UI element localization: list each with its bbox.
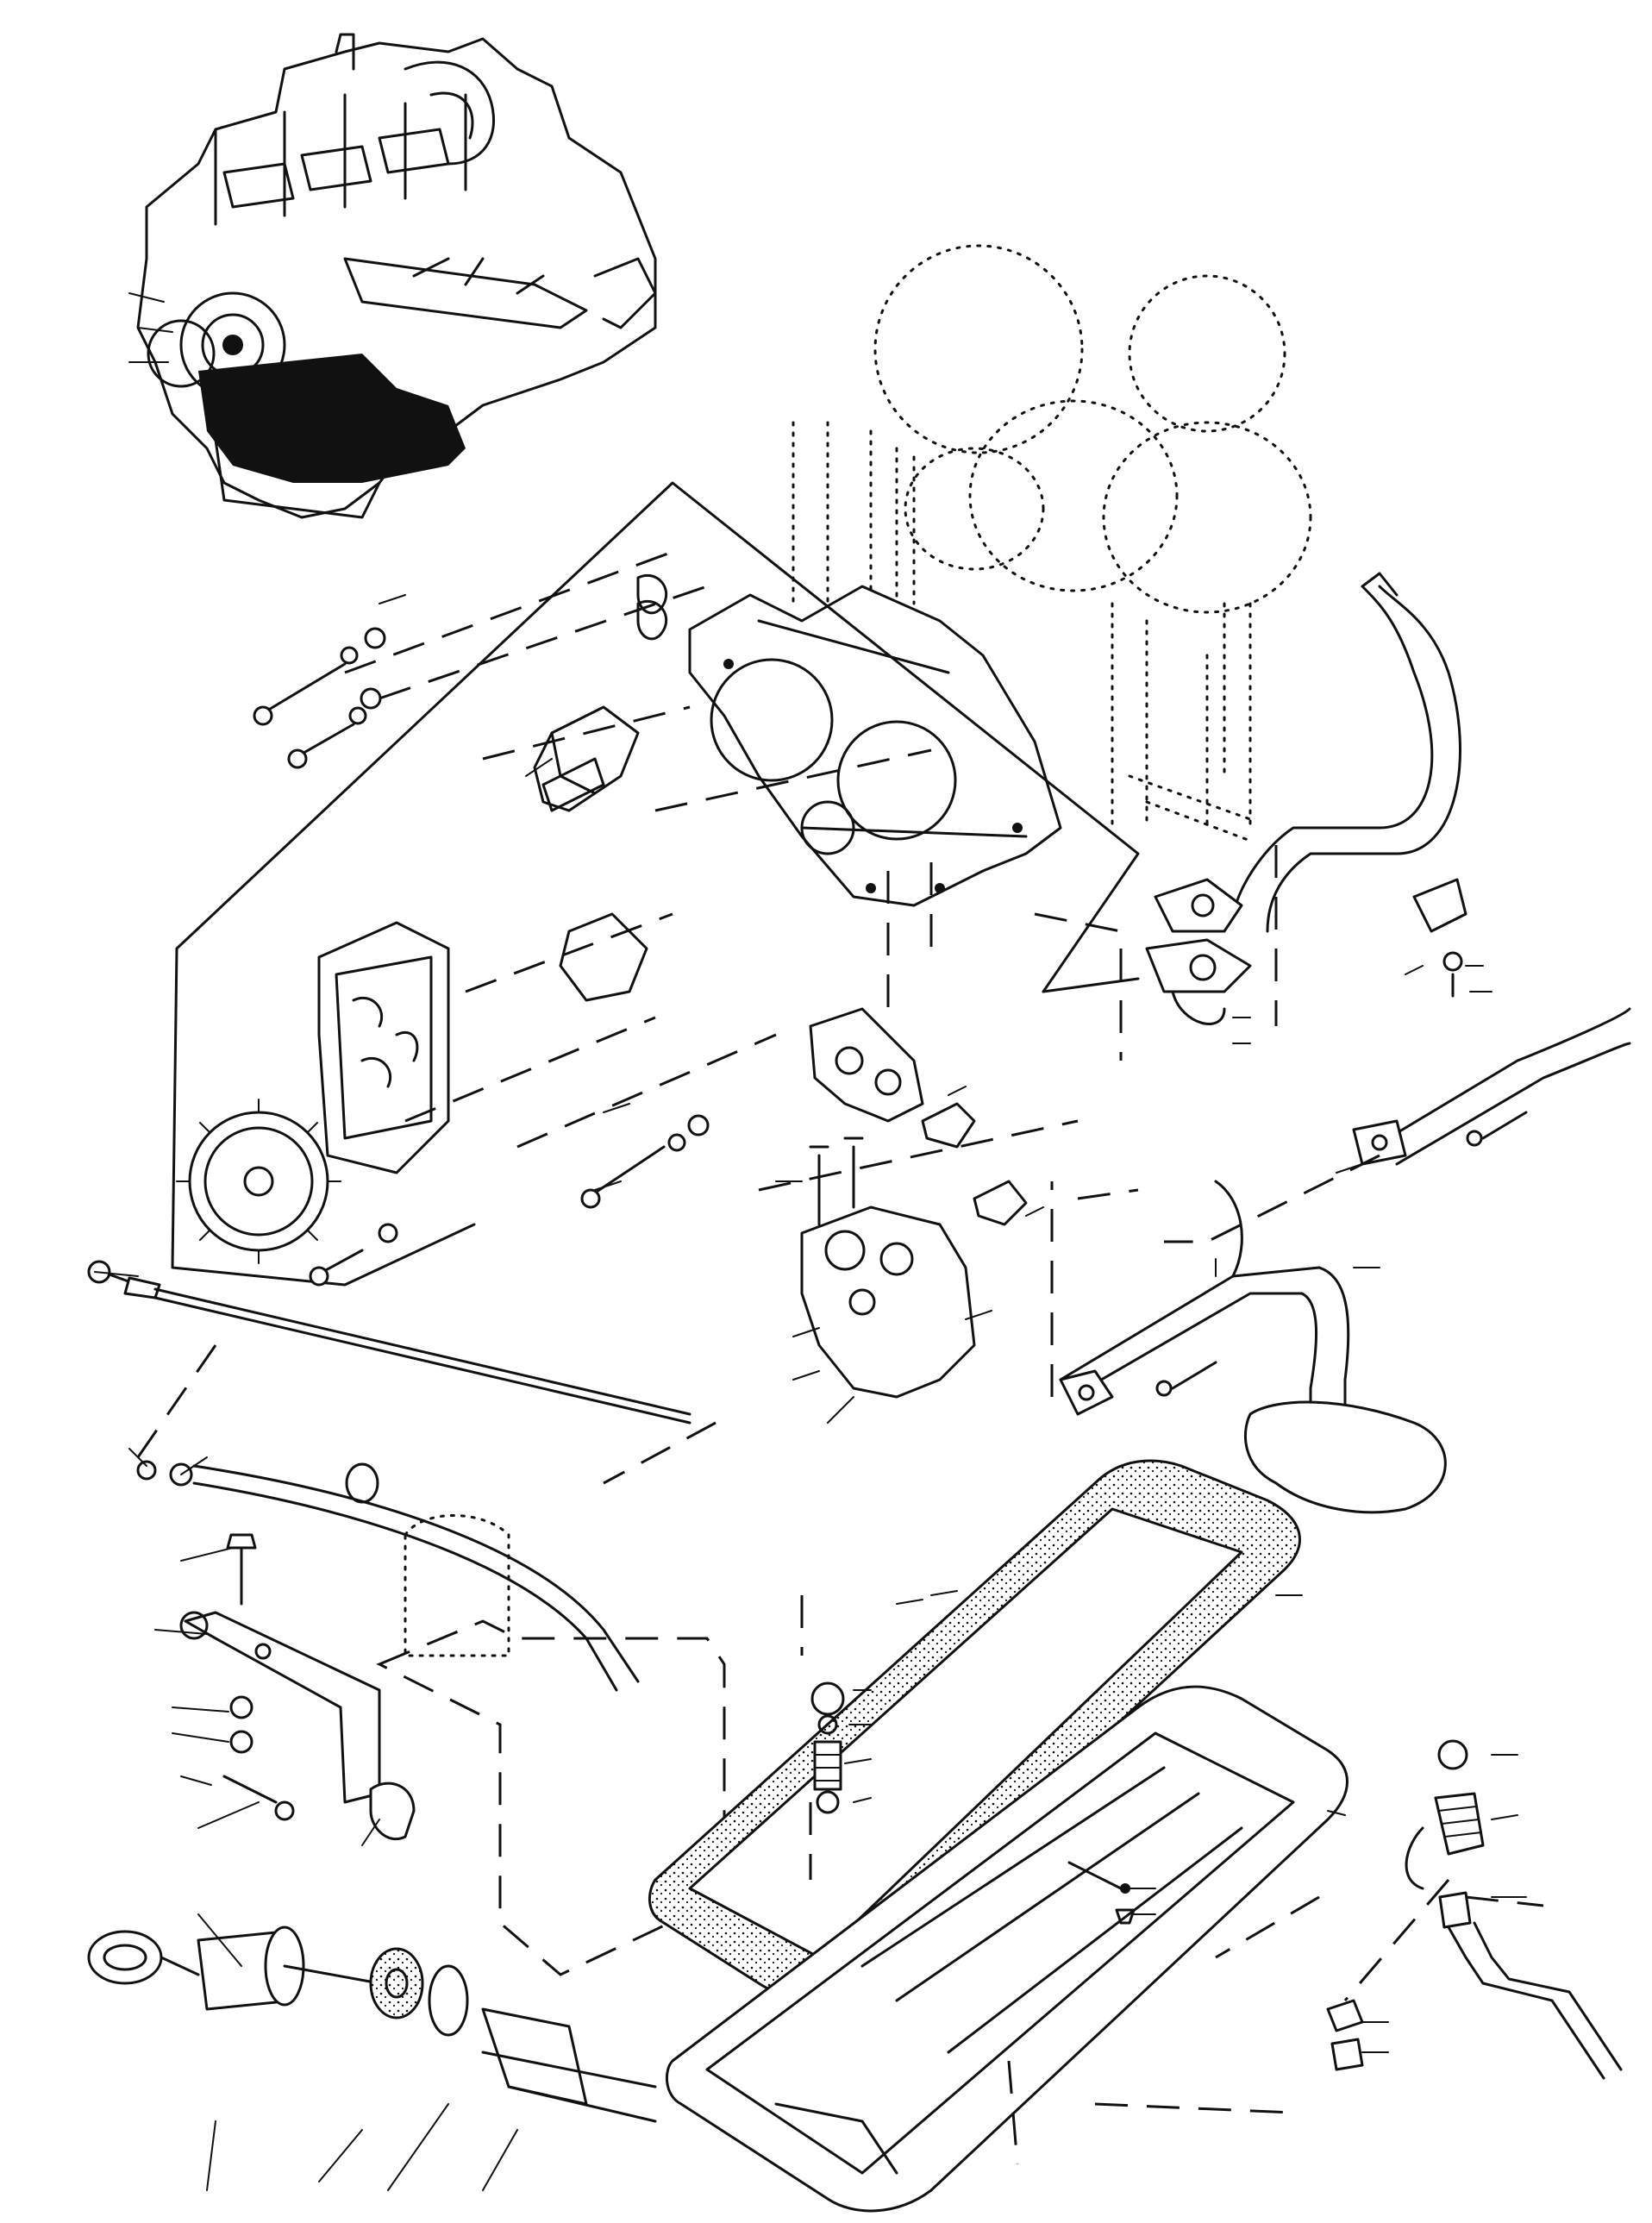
oil-pan xyxy=(665,1685,1349,2213)
front-cover-housing xyxy=(636,573,1062,907)
seal-ring xyxy=(636,599,668,641)
assembly-dash-lines xyxy=(136,550,1544,2165)
cylinder-block-phantom xyxy=(792,244,1312,842)
oil-relief-valve-body xyxy=(800,1137,976,1399)
dowel-pin xyxy=(541,757,605,812)
block-phantom-stack xyxy=(404,1514,510,1657)
pump-group-frame xyxy=(171,481,1140,1287)
dipstick xyxy=(87,1260,691,1425)
drain-plug xyxy=(810,1681,845,1814)
pump-cover-plate xyxy=(317,921,450,1174)
block-phantom-lower xyxy=(376,1619,726,1976)
engine-assembly xyxy=(128,33,657,519)
oil-pickup-pipe xyxy=(1145,572,1461,1025)
oil-strainer xyxy=(1059,1180,1447,1514)
dipstick-detail-inset xyxy=(87,1926,657,2123)
cover-callout-line xyxy=(1042,977,1140,993)
oil-pump-rotor xyxy=(533,705,648,1002)
nut-icon xyxy=(1442,951,1463,972)
leader-lines xyxy=(94,594,1527,2191)
tube-bracket xyxy=(179,1533,416,1841)
pressure-switch-bracket xyxy=(1412,878,1467,933)
oil-return-hose xyxy=(1352,1007,1631,1166)
oil-pressure-switch xyxy=(1405,1739,1623,2080)
gasket-icon xyxy=(809,1007,1028,1226)
dipstick-guide-tube xyxy=(136,1460,640,1692)
washer-icon xyxy=(340,627,710,1243)
plug-icon xyxy=(1115,1883,1364,2071)
oil-pump-gear xyxy=(176,1099,341,1264)
bolt-icon xyxy=(253,662,666,1287)
oil-pan-gasket xyxy=(648,1459,1301,1997)
